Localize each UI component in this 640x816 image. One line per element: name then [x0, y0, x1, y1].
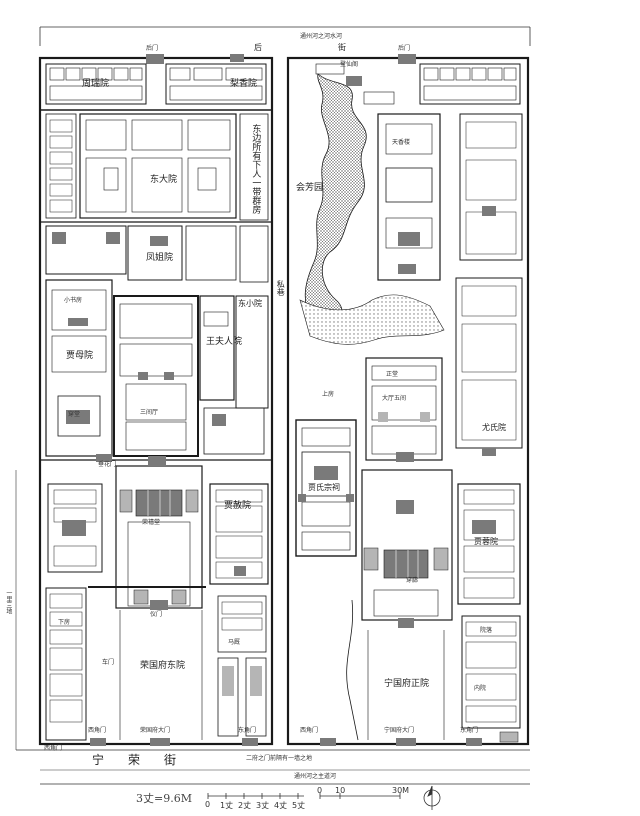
scale-zhang-tick-3: 3丈 [256, 801, 270, 810]
shangfang-label: 上房 [322, 391, 335, 398]
rongxi-hall-label: 荣禧堂 [142, 519, 161, 526]
west-side-gate-label: 西角门 [88, 727, 107, 734]
dengxian-tower-label: 登仙阁 [340, 61, 359, 68]
scale-zhang-tick-4: 4丈 [274, 801, 288, 810]
yimen-label: 仪门 [150, 611, 163, 618]
youshi-court-label: 尤氏院 [482, 423, 506, 432]
rongguo-compound [38, 54, 274, 746]
scale-zhang-tick-1: 1丈 [220, 801, 234, 810]
ningguo-hall-label: 正堂 [386, 371, 399, 378]
rongguo-street-gate-label: 西角门 [44, 745, 63, 752]
huifang-garden-label: 会芳园 [296, 183, 324, 193]
scale-bar-zhang [207, 793, 304, 799]
east-side-gate-label: 东角门 [238, 727, 257, 734]
jiarong-court-label: 贾蓉院 [474, 537, 498, 546]
scale-ratio-label: 3丈=9.6M [136, 792, 192, 805]
dongxiao-court-label: 东小院 [238, 299, 262, 308]
bottom-street [15, 470, 530, 785]
northwest-yard-label: 周瑞院 [82, 79, 110, 89]
back-gate-label: 后门 [146, 45, 159, 52]
chuantang-label: 穿堂 [68, 411, 81, 418]
ningrong-street-label: 宁 荣 街 [92, 753, 183, 767]
tianxiang-tower-label: 天香楼 [392, 139, 411, 146]
jiashe-court-label: 贾赦院 [224, 501, 252, 511]
gate-note-label: 二府之门前隔有一墙之地 [246, 755, 313, 762]
top-river-label: 通州河之河水河 [300, 33, 343, 40]
ning-west-gate-label: 西角门 [300, 727, 319, 734]
chuihua-gate-label: 垂花门 [98, 461, 117, 468]
east-main-court-label: 东大院 [150, 175, 178, 185]
garage-label: 车门 [102, 659, 115, 666]
ancestral-hall-label: 贾氏宗祠 [308, 483, 340, 492]
scale-zhang-tick-5: 5丈 [292, 801, 306, 810]
scale-meter-tick-2: 30M [392, 786, 410, 795]
xiaqing-label: 下房 [58, 619, 71, 626]
scale-zhang-tick-2: 2丈 [238, 801, 252, 810]
left-dimension-label: 一里三地 [4, 590, 12, 614]
scale-meter-tick-0: 0 [317, 786, 323, 795]
east-servants-label: 东边所有下人一带群房 [250, 124, 261, 214]
rongguo-gate-label: 荣国府大门 [140, 727, 171, 734]
ning-east-gate-label: 东角门 [460, 727, 479, 734]
back-street-label: 后 街 [254, 43, 366, 52]
pear-court-label: 梨香院 [230, 79, 258, 89]
top-river-boundary [39, 26, 531, 46]
zhengtang-note-label: 大厅五间 [382, 395, 407, 402]
scale-zhang-tick-0: 0 [205, 800, 211, 809]
scale-bar-meter [319, 793, 401, 799]
rongguo-main-court-label: 荣国府东院 [140, 661, 186, 671]
wangfuren-court-label: 王夫人院 [206, 337, 243, 347]
jiamu-court-label: 贾母院 [66, 351, 94, 361]
ningguo-main-court-label: 宁国府正院 [384, 679, 430, 689]
yuanluo-label: 院落 [480, 627, 493, 634]
ning-back-gate-label: 后门 [398, 45, 411, 52]
ningguo-gate-label: 宁国府大门 [384, 727, 415, 734]
sanjianting-label: 三间厅 [140, 409, 159, 416]
private-lane-label: 私巷 [276, 280, 286, 296]
neiyuan-label: 内院 [474, 685, 487, 692]
chuantang2-label: 穿廊 [406, 577, 419, 584]
north-arrow-icon [423, 785, 441, 810]
xiaoshu-label: 小书房 [64, 297, 83, 304]
scale-meter-tick-1: 10 [335, 786, 346, 795]
ningguo-compound [286, 54, 530, 746]
fengjie-court-label: 凤姐院 [146, 253, 174, 263]
bottom-river-label: 通州河之主道河 [294, 773, 337, 780]
maju-label: 马厩 [228, 639, 241, 646]
